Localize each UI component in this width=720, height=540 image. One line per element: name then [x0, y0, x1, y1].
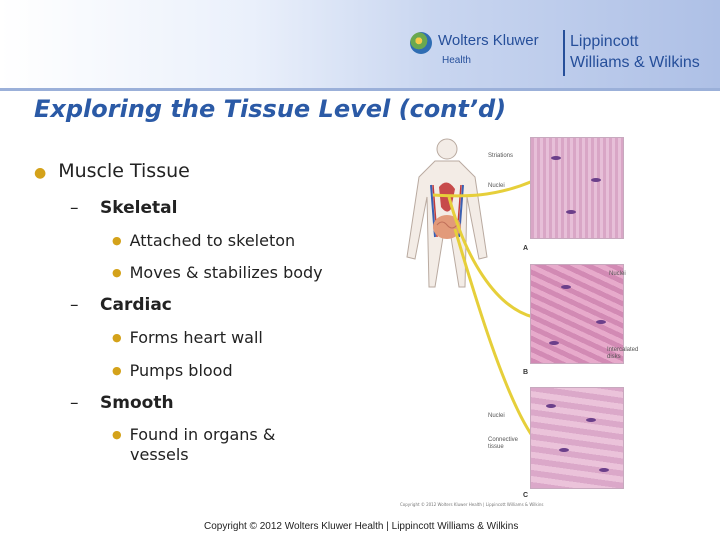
muscle-tissue-figure: Striations Nuclei A Nuclei Intercalated …: [395, 137, 639, 507]
label-striations: Striations: [488, 153, 514, 159]
cardiac-muscle-micrograph: [530, 264, 624, 364]
nucleus: [561, 285, 571, 289]
bullet-icon: ●: [112, 428, 122, 441]
dash-marker: –: [70, 393, 79, 413]
group-label: Skeletal: [100, 198, 178, 218]
brand-sub: Health: [442, 55, 471, 66]
label-nuclei-c: Nuclei: [488, 413, 505, 419]
nucleus: [551, 156, 561, 160]
body-illustration: [406, 138, 535, 438]
list-item-text: Attached to skeleton: [129, 231, 296, 250]
skeletal-muscle-micrograph: [530, 137, 624, 239]
bullet-icon: ●: [34, 165, 47, 181]
main-bullet: ● Muscle Tissue: [34, 160, 190, 182]
figure-credit: Copyright © 2012 Wolters Kluwer Health |…: [400, 502, 544, 507]
list-item: ● Forms heart wall: [112, 328, 263, 347]
list-item: ● Attached to skeleton: [112, 231, 295, 250]
label-nuclei-a: Nuclei: [488, 183, 505, 189]
list-item: ● Moves & stabilizes body: [112, 263, 323, 282]
header-divider: [0, 88, 720, 91]
group-label: Cardiac: [100, 295, 172, 315]
nucleus: [596, 320, 606, 324]
label-intercalated: Intercalated disks: [607, 347, 639, 360]
nucleus: [549, 341, 559, 345]
bullet-icon: ●: [112, 266, 122, 279]
nucleus: [559, 448, 569, 452]
label-nuclei-b: Nuclei: [609, 271, 626, 277]
publisher-line-1: Lippincott: [570, 33, 639, 50]
smooth-muscle-micrograph: [530, 387, 624, 489]
dash-marker: –: [70, 198, 79, 218]
group-label: Smooth: [100, 393, 174, 413]
list-item-text: Pumps blood: [129, 361, 233, 380]
slide-title: Exploring the Tissue Level (cont’d): [34, 95, 507, 123]
publisher-line-2: Williams & Wilkins: [570, 54, 700, 71]
nucleus: [599, 468, 609, 472]
bullet-icon: ●: [112, 234, 122, 247]
letter-c: C: [523, 492, 529, 499]
bullet-icon: ●: [112, 331, 122, 344]
letter-a: A: [523, 245, 529, 252]
bullet-icon: ●: [112, 364, 122, 377]
nucleus: [586, 418, 596, 422]
label-connective: Connective tissue: [488, 437, 519, 450]
nucleus: [566, 210, 576, 214]
main-bullet-text: Muscle Tissue: [58, 160, 190, 182]
wolters-kluwer-logo: Wolters Kluwer Health: [410, 30, 560, 70]
nucleus: [546, 404, 556, 408]
list-item: ● Found in organs & vessels: [112, 425, 320, 465]
wk-logo-icon: [410, 32, 432, 54]
group-skeletal: – Skeletal: [70, 198, 177, 218]
footer-copyright: Copyright © 2012 Wolters Kluwer Health |…: [204, 521, 519, 532]
group-cardiac: – Cardiac: [70, 295, 172, 315]
list-item: ● Pumps blood: [112, 361, 233, 380]
letter-b: B: [523, 369, 529, 376]
brand-name: Wolters Kluwer: [438, 32, 539, 49]
list-item-text: Moves & stabilizes body: [129, 263, 323, 282]
nucleus: [591, 178, 601, 182]
list-item-text: Found in organs & vessels: [129, 425, 276, 464]
group-smooth: – Smooth: [70, 393, 174, 413]
dash-marker: –: [70, 295, 79, 315]
header-band: [0, 0, 720, 88]
logo-divider: [563, 30, 565, 76]
list-item-text: Forms heart wall: [129, 328, 263, 347]
lww-logo: Lippincott Williams & Wilkins: [570, 31, 700, 73]
